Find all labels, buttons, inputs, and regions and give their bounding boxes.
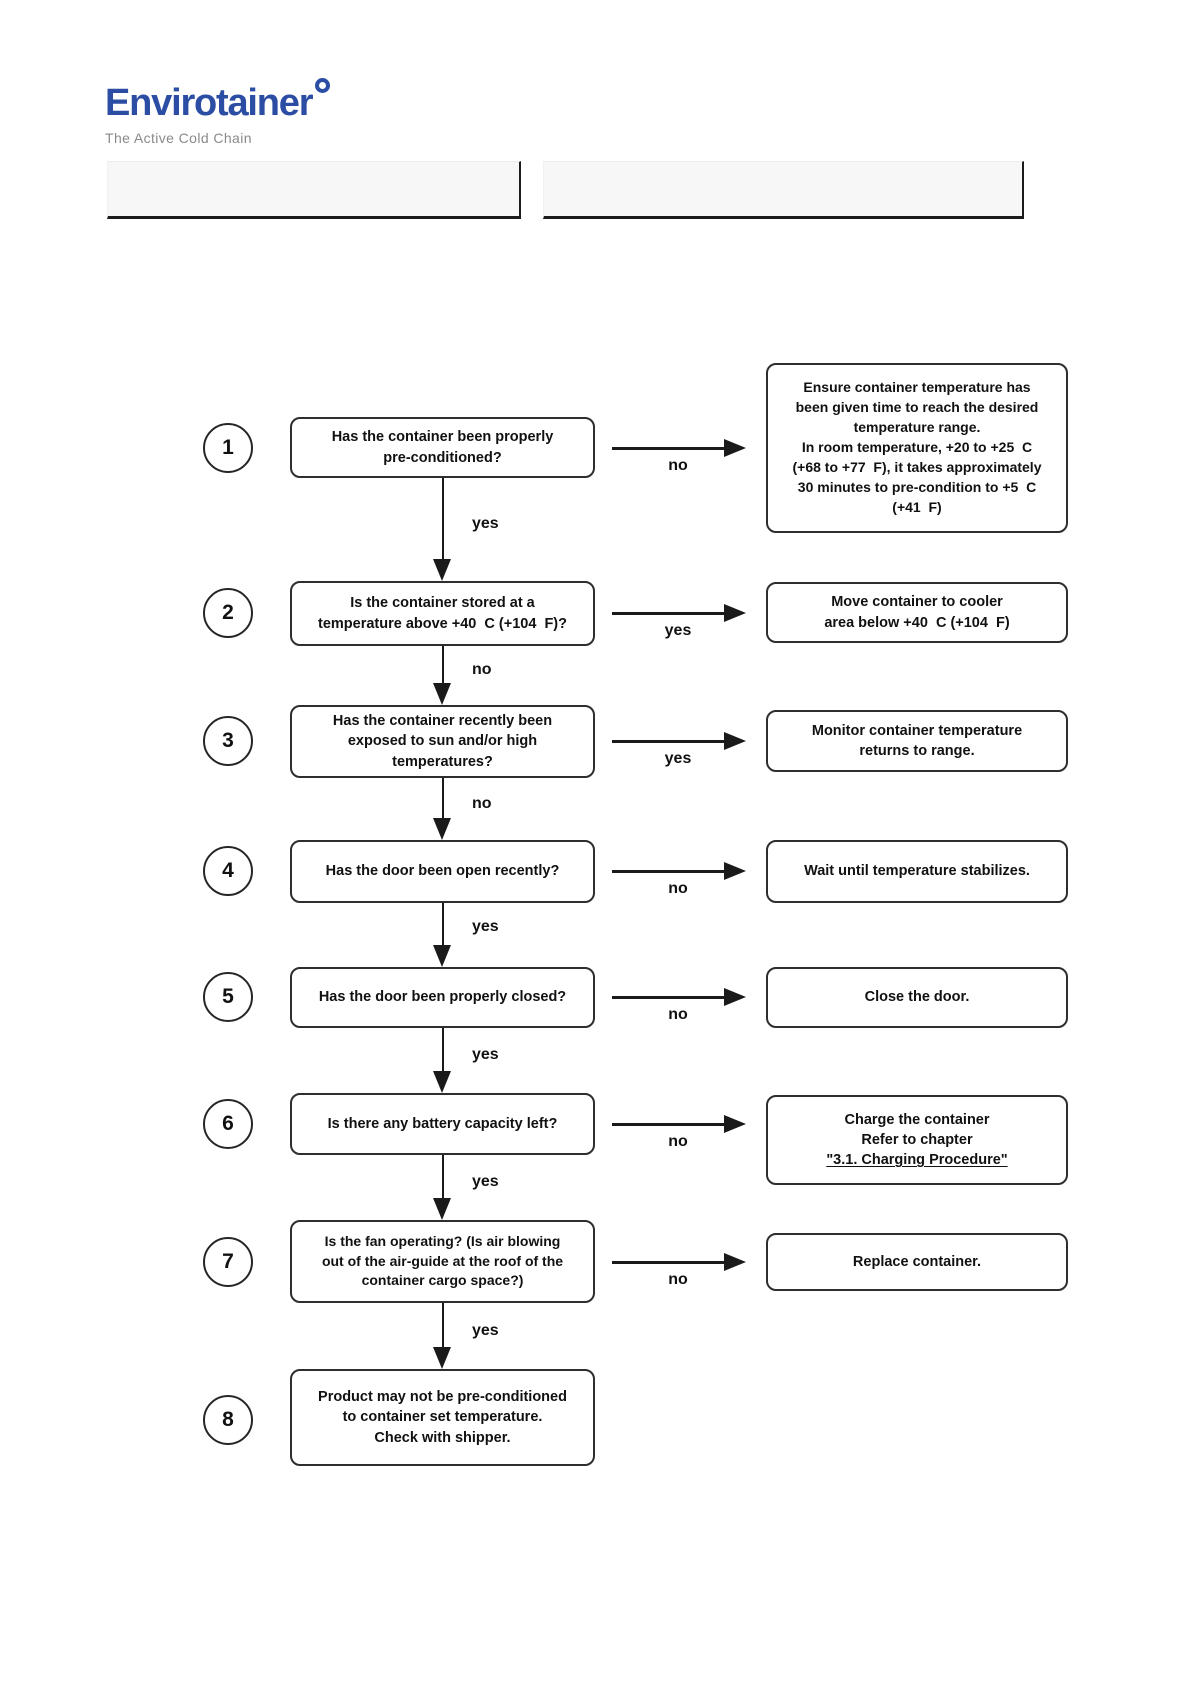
result-box-7: Replace container. bbox=[766, 1233, 1068, 1291]
arrow-right-7 bbox=[612, 1261, 724, 1264]
degree-mark-icon bbox=[315, 78, 331, 93]
down-label-3: no bbox=[472, 795, 492, 812]
question-box-3: Has the container recently been exposed … bbox=[290, 705, 595, 778]
result-box-5: Close the door. bbox=[766, 967, 1068, 1028]
question-box-2: Is the container stored at a temperature… bbox=[290, 581, 595, 646]
step-circle-3: 3 bbox=[203, 716, 253, 766]
arrow-down-4 bbox=[442, 903, 444, 947]
arrow-down-7 bbox=[442, 1303, 444, 1349]
header-cell-right bbox=[543, 161, 1024, 219]
arrow-right-head-4 bbox=[724, 862, 746, 880]
down-label-2: no bbox=[472, 661, 492, 678]
arrow-down-head-6 bbox=[433, 1198, 451, 1220]
result-box-6: Charge the container Refer to chapter "3… bbox=[766, 1095, 1068, 1185]
question-box-7: Is the fan operating? (Is air blowing ou… bbox=[290, 1220, 595, 1303]
arrow-down-6 bbox=[442, 1155, 444, 1200]
branch-label-3: yes bbox=[664, 750, 692, 767]
brand-name: Envirotainer bbox=[105, 82, 314, 124]
arrow-right-head-1 bbox=[724, 439, 746, 457]
question-box-4: Has the door been open recently? bbox=[290, 840, 595, 903]
question-box-5: Has the door been properly closed? bbox=[290, 967, 595, 1028]
result-box-1: Ensure container temperature has been gi… bbox=[766, 363, 1068, 533]
step-circle-5: 5 bbox=[203, 972, 253, 1022]
arrow-down-5 bbox=[442, 1028, 444, 1073]
down-label-1: yes bbox=[472, 515, 499, 532]
down-label-4: yes bbox=[472, 918, 499, 935]
arrow-down-head-7 bbox=[433, 1347, 451, 1369]
arrow-down-2 bbox=[442, 646, 444, 685]
charging-procedure-link[interactable]: "3.1. Charging Procedure" bbox=[826, 1152, 1008, 1169]
arrow-right-4 bbox=[612, 870, 724, 873]
result-box-2: Move container to cooler area below +40 … bbox=[766, 582, 1068, 643]
arrow-down-3 bbox=[442, 778, 444, 820]
step-circle-8: 8 bbox=[203, 1395, 253, 1445]
arrow-down-head-2 bbox=[433, 683, 451, 705]
step-circle-1: 1 bbox=[203, 423, 253, 473]
arrow-right-head-2 bbox=[724, 604, 746, 622]
arrow-down-1 bbox=[442, 478, 444, 561]
branch-label-6: no bbox=[668, 1133, 688, 1150]
arrow-right-head-6 bbox=[724, 1115, 746, 1133]
arrow-right-1 bbox=[612, 447, 724, 450]
arrow-down-head-4 bbox=[433, 945, 451, 967]
arrow-down-head-5 bbox=[433, 1071, 451, 1093]
branch-label-5: no bbox=[668, 1006, 688, 1023]
question-box-8: Product may not be pre-conditioned to co… bbox=[290, 1369, 595, 1466]
result-text-6: Charge the container Refer to chapter bbox=[844, 1111, 990, 1148]
question-box-1: Has the container been properly pre-cond… bbox=[290, 417, 595, 478]
arrow-right-6 bbox=[612, 1123, 724, 1126]
question-box-6: Is there any battery capacity left? bbox=[290, 1093, 595, 1155]
envirotainer-logo: Envirotainer The Active Cold Chain bbox=[105, 78, 331, 146]
brand-tagline: The Active Cold Chain bbox=[105, 130, 252, 146]
step-circle-7: 7 bbox=[203, 1237, 253, 1287]
arrow-right-2 bbox=[612, 612, 724, 615]
arrow-down-head-1 bbox=[433, 559, 451, 581]
result-box-4: Wait until temperature stabilizes. bbox=[766, 840, 1068, 903]
down-label-7: yes bbox=[472, 1322, 499, 1339]
arrow-right-head-7 bbox=[724, 1253, 746, 1271]
branch-label-7: no bbox=[668, 1271, 688, 1288]
branch-label-2: yes bbox=[664, 622, 692, 639]
arrow-right-3 bbox=[612, 740, 724, 743]
down-label-6: yes bbox=[472, 1173, 499, 1190]
arrow-right-head-3 bbox=[724, 732, 746, 750]
branch-label-1: no bbox=[668, 457, 688, 474]
header-cell-left bbox=[107, 161, 521, 219]
arrow-down-head-3 bbox=[433, 818, 451, 840]
arrow-right-head-5 bbox=[724, 988, 746, 1006]
result-box-3: Monitor container temperature returns to… bbox=[766, 710, 1068, 772]
down-label-5: yes bbox=[472, 1046, 499, 1063]
step-circle-6: 6 bbox=[203, 1099, 253, 1149]
step-circle-2: 2 bbox=[203, 588, 253, 638]
arrow-right-5 bbox=[612, 996, 724, 999]
step-circle-4: 4 bbox=[203, 846, 253, 896]
branch-label-4: no bbox=[668, 880, 688, 897]
